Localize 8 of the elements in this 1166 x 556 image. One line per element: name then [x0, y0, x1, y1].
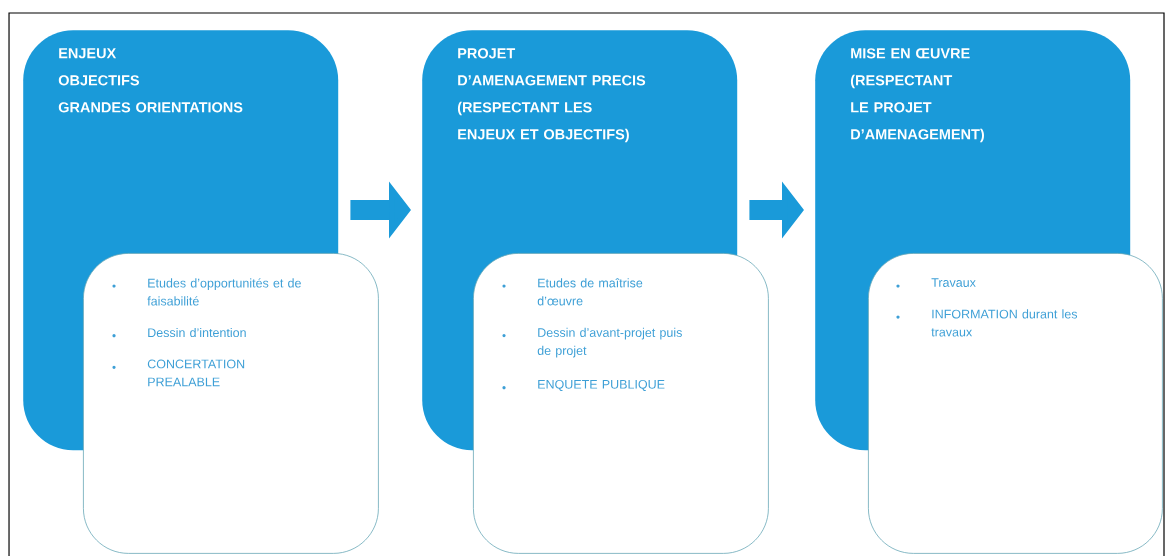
bullet-item: INFORMATION durant les travaux — [896, 309, 1078, 337]
bullet-item: Dessin d’intention — [112, 327, 246, 338]
bullet-item: Dessin d’avant-projet puis de projet — [502, 327, 682, 358]
bullet-item: Etudes d’opportunités et de faisabilité — [112, 278, 301, 306]
bullet-item: CONCERTATION PREALABLE — [112, 359, 245, 387]
bullet-item: ENQUETE PUBLIQUE — [502, 379, 665, 391]
bullet-item: Travaux — [896, 278, 976, 288]
bullet-item: Etudes de maîtrise d’œuvre — [502, 278, 643, 306]
